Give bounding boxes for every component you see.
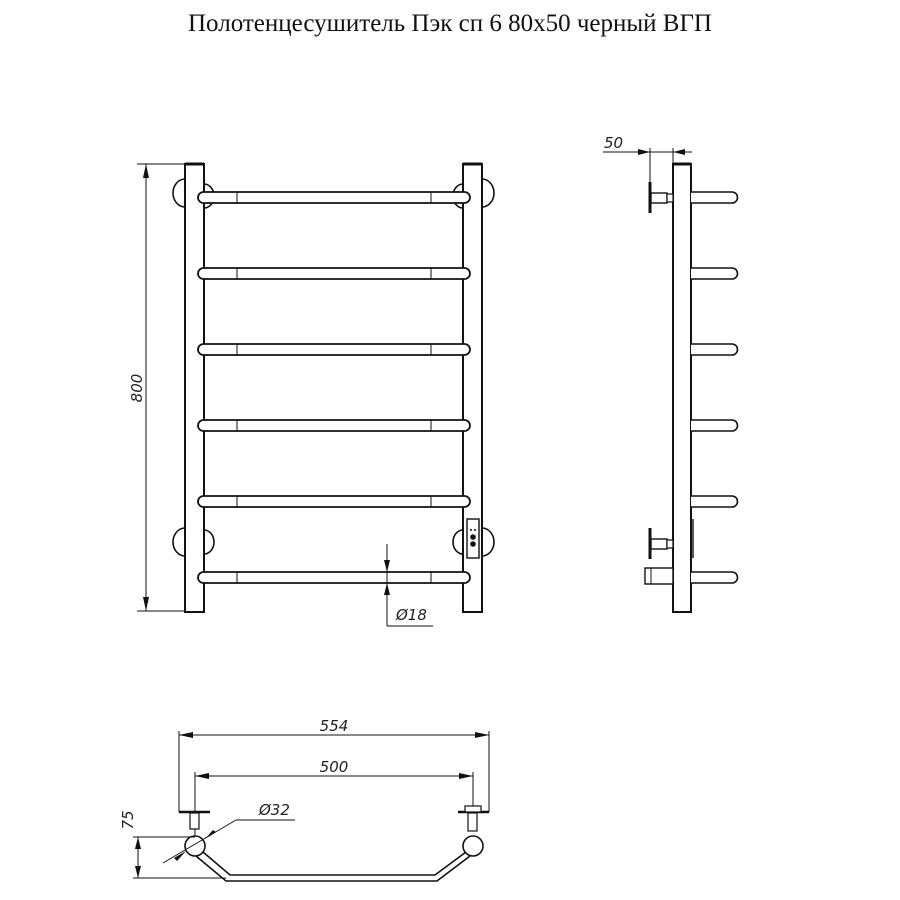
- front-view: [137, 162, 495, 627]
- offset-dimension-label: 75: [119, 810, 137, 829]
- connection-diameter-label: Ø32: [258, 801, 290, 819]
- height-dimension-label: 800: [128, 374, 146, 403]
- top-view: [133, 731, 490, 882]
- depth-dimension-label: 50: [604, 134, 623, 152]
- drawing-title: Полотенцесушитель Пэк сп 6 80x50 черный …: [188, 10, 712, 37]
- center-distance-label: 500: [320, 758, 349, 776]
- side-view: [603, 148, 739, 613]
- rung-diameter-label: Ø18: [395, 606, 427, 624]
- overall-width-label: 554: [320, 717, 349, 735]
